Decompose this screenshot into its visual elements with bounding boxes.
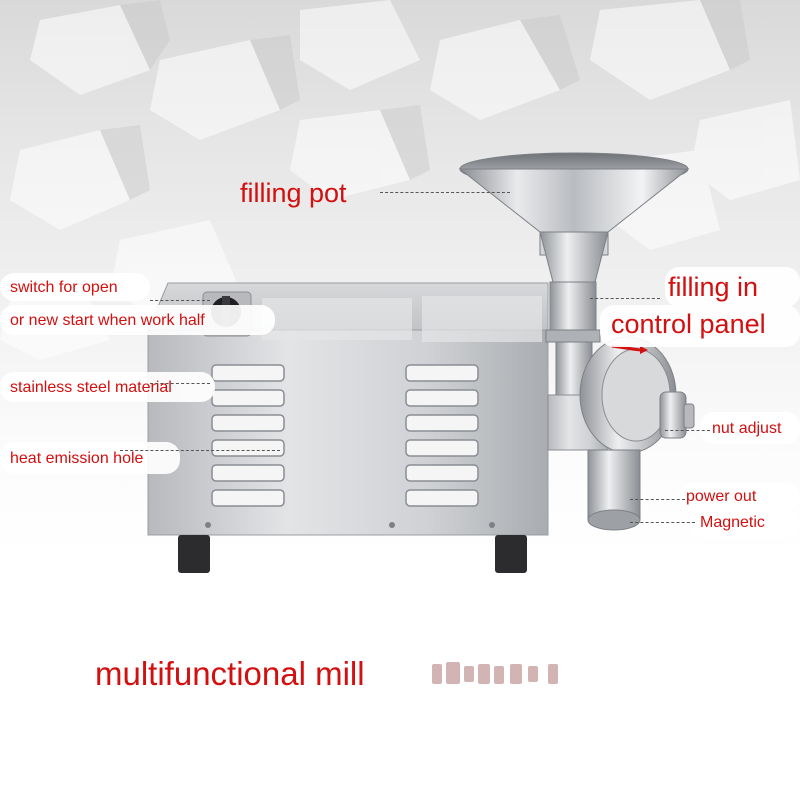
leader-line (630, 522, 695, 523)
blurred-text-graphic (432, 662, 558, 684)
label-heat-emission: heat emission hole (10, 450, 144, 467)
leader-line (590, 298, 660, 299)
label-filling-pot: filling pot (240, 178, 347, 208)
label-switch-restart: or new start when work half (10, 312, 205, 329)
title-multifunctional-mill: multifunctional mill (95, 655, 365, 692)
label-control-panel: control panel (611, 309, 766, 339)
label-nut-adjust: nut adjust (712, 420, 782, 437)
leader-line (380, 192, 510, 193)
leader-line (120, 450, 280, 451)
label-power-out: power out (686, 488, 757, 505)
label-magnetic: Magnetic (700, 514, 765, 531)
leader-line (630, 499, 685, 500)
leader-line (665, 430, 710, 431)
label-filling-in: filling in (668, 272, 759, 302)
leader-line (150, 300, 210, 301)
leader-line (150, 383, 210, 384)
label-switch-open: switch for open (10, 279, 118, 296)
label-stainless-steel: stainless steel material (10, 379, 172, 396)
